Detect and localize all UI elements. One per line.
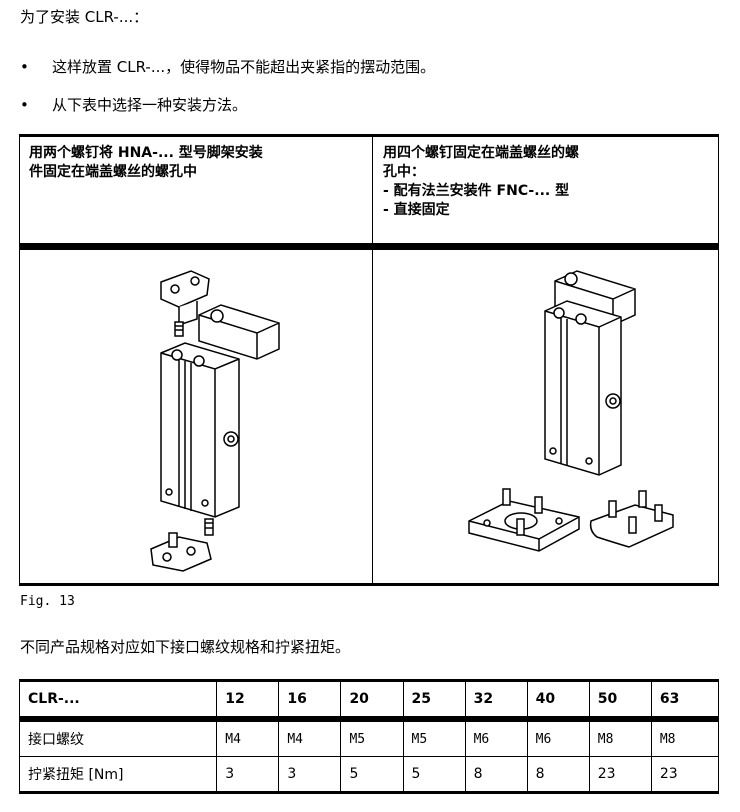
table-cell: 8 (526, 756, 590, 794)
table-cell: 5 (402, 756, 466, 794)
table-header-cell: CLR-... (18, 679, 218, 719)
table-header-row: CLR-... 12 16 20 25 32 40 50 63 (18, 679, 720, 719)
bullet-symbol: • (20, 58, 29, 76)
left-mount-header: 用两个螺钉将 HNA-... 型号脚架安装 件固定在端盖螺丝的螺孔中 (29, 145, 263, 180)
figure-caption: Fig. 13 (20, 594, 75, 609)
table-cell: 3 (216, 756, 280, 794)
table-cell: M6 (464, 716, 528, 757)
table-cell: 5 (340, 756, 404, 794)
table-cell: M5 (340, 716, 404, 757)
table-cell: 23 (650, 756, 720, 794)
table-header-cell: 40 (526, 679, 590, 719)
bullet-item: • 这样放置 CLR-...，使得物品不能超出夹紧指的摆动范围。 (20, 56, 435, 77)
header-divider (19, 243, 719, 250)
table-header-cell: 63 (650, 679, 720, 719)
bullet-text: 从下表中选择一种安装方法。 (52, 96, 248, 114)
table-header-cell: 12 (216, 679, 280, 719)
table-row: 接口螺纹 M4 M4 M5 M5 M6 M6 M8 M8 (18, 716, 720, 757)
table-header-cell: 32 (464, 679, 528, 719)
intro-text: 为了安装 CLR-...： (20, 8, 149, 26)
foot-mount-illustration (150, 270, 280, 572)
table-cell: M8 (650, 716, 720, 757)
table-cell: 3 (278, 756, 342, 794)
bullet-symbol: • (20, 96, 29, 114)
table-cell: 23 (588, 756, 652, 794)
table-cell: M5 (402, 716, 466, 757)
bullet-item: • 从下表中选择一种安装方法。 (20, 94, 247, 115)
bullet-text: 这样放置 CLR-...，使得物品不能超出夹紧指的摆动范围。 (52, 58, 436, 76)
table-header-cell: 16 (278, 679, 342, 719)
table-cell: 拧紧扭矩 [Nm] (18, 756, 218, 794)
table-header-cell: 25 (402, 679, 466, 719)
table-header-cell: 50 (588, 679, 652, 719)
table-cell: M4 (278, 716, 342, 757)
table-header-cell: 20 (340, 679, 404, 719)
spec-intro-paragraph: 不同产品规格对应如下接口螺纹规格和拧紧扭矩。 (20, 638, 351, 656)
flange-mount-illustration (468, 270, 674, 552)
table-cell: M8 (588, 716, 652, 757)
table-cell: M6 (526, 716, 590, 757)
thread-torque-table: CLR-... 12 16 20 25 32 40 50 63 接口螺纹 M4 … (18, 679, 720, 794)
table-cell: 接口螺纹 (18, 716, 218, 757)
mounting-figure-table: 用两个螺钉将 HNA-... 型号脚架安装 件固定在端盖螺丝的螺孔中 用四个螺钉… (19, 134, 719, 586)
table-row: 拧紧扭矩 [Nm] 3 3 5 5 8 8 23 23 (18, 756, 720, 794)
table-cell: M4 (216, 716, 280, 757)
table-cell: 8 (464, 756, 528, 794)
right-mount-header: 用四个螺钉固定在端盖螺丝的螺 孔中： - 配有法兰安装件 FNC-... 型 -… (383, 145, 579, 218)
